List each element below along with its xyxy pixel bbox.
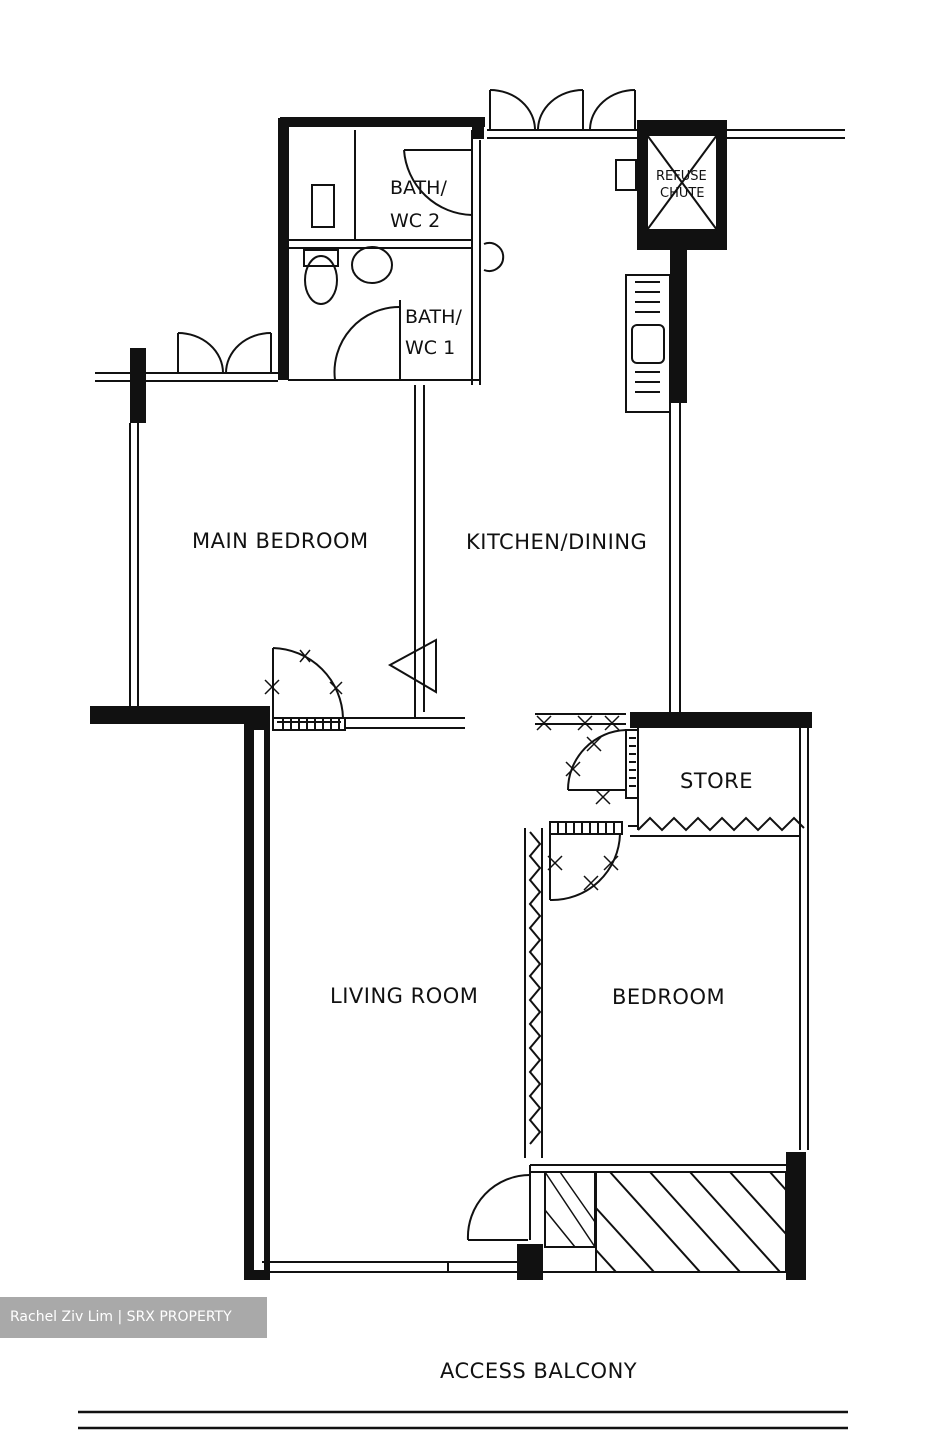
store-label: STORE [680, 769, 753, 793]
service-area [530, 1152, 806, 1280]
refuse-chute-label-line1: REFUSE [656, 169, 707, 184]
bath-wc-2-label-line2: WC 2 [390, 210, 440, 232]
kitchen-walls [387, 403, 681, 712]
access-balcony-label: ACCESS BALCONY [440, 1359, 637, 1383]
main-bedroom-label: MAIN BEDROOM [192, 529, 369, 553]
refuse-chute [615, 120, 845, 403]
kitchen-dining-label: KITCHEN/DINING [466, 530, 647, 554]
bedroom-walls [524, 821, 638, 1158]
bedroom-label: BEDROOM [612, 985, 725, 1009]
bath-wc-1-label-line2: WC 1 [405, 337, 455, 359]
bath-wc-1-label-line1: BATH/ [405, 306, 462, 328]
access-balcony-edge [78, 1410, 848, 1430]
store-walls [535, 712, 812, 1150]
refuse-chute-label-line2: CHUTE [660, 186, 705, 201]
main-bedroom-walls [90, 332, 465, 731]
watermark: Rachel Ziv Lim | SRX PROPERTY [0, 1297, 267, 1338]
kitchen-windows [487, 89, 640, 139]
living-room-label: LIVING ROOM [330, 984, 478, 1008]
bathroom-block [278, 117, 505, 385]
bath-wc-2-label-line1: BATH/ [390, 177, 447, 199]
living-room-walls [244, 710, 543, 1280]
kitchen-sink [625, 274, 671, 413]
